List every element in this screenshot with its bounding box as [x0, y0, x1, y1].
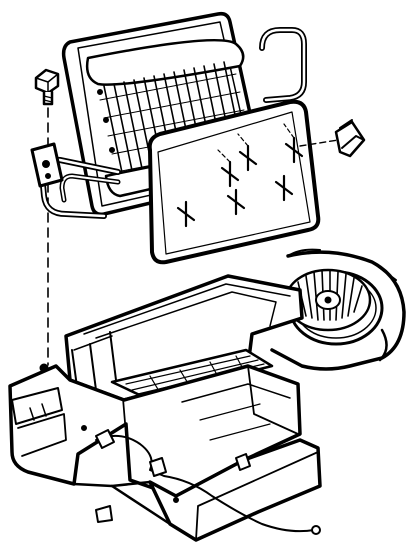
wire-icon [95, 429, 321, 535]
cover-plate-icon [147, 99, 339, 265]
blower-wheel-icon [284, 268, 372, 332]
hvac-case-icon [8, 274, 322, 542]
grommet-icon [334, 119, 366, 158]
bolt-icon [34, 68, 60, 366]
bracket-icon [30, 27, 307, 219]
